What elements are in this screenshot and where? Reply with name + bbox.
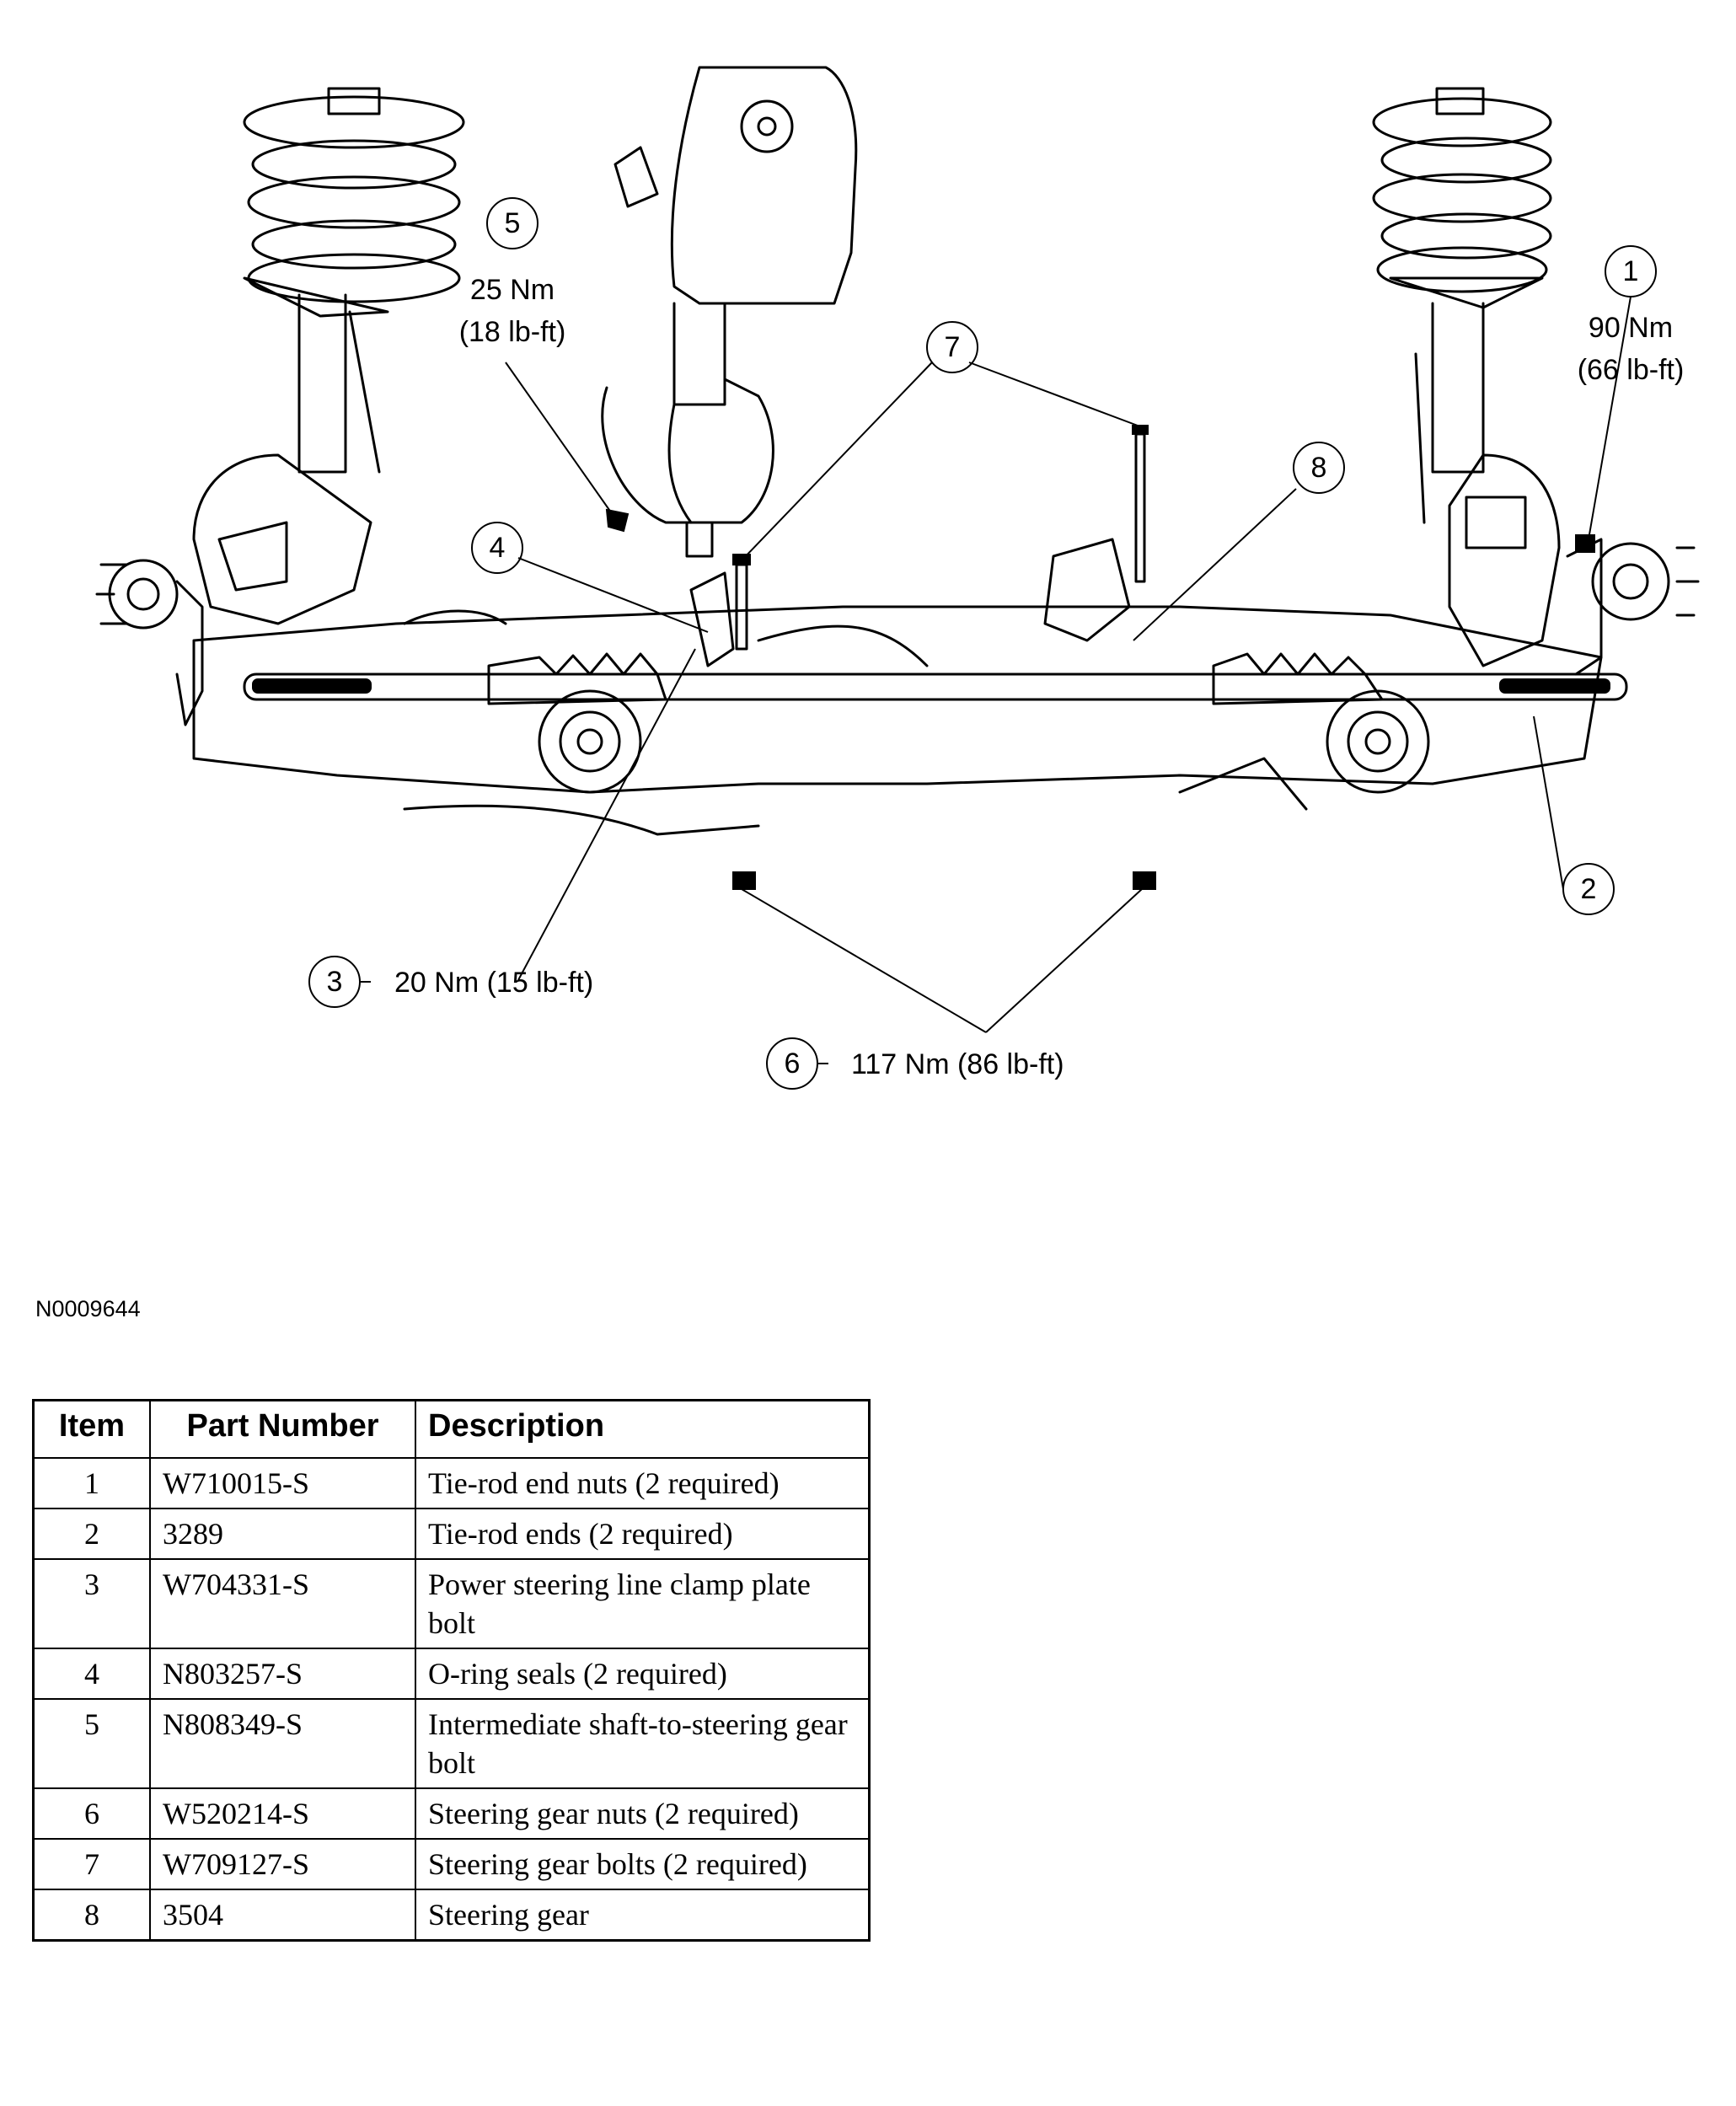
row-description: Power steering line clamp plate bolt xyxy=(415,1558,871,1649)
callout-2: 2 xyxy=(1562,863,1615,915)
steering-column xyxy=(601,66,858,558)
table-row: 3 W704331-S Power steering line clamp pl… xyxy=(32,1558,871,1649)
row-part-number: N803257-S xyxy=(149,1648,416,1700)
leader-lines xyxy=(505,296,1632,1033)
header-description: Description xyxy=(415,1399,871,1459)
row-description: Steering gear bolts (2 required) xyxy=(415,1838,871,1890)
callout-5-torque-lbft: (18 lb-ft) xyxy=(459,316,566,348)
table-row: 4 N803257-S O-ring seals (2 required) xyxy=(32,1648,871,1700)
row-item: 4 xyxy=(32,1648,151,1700)
callout-8-number: 8 xyxy=(1311,452,1327,484)
callout-3: 3 20 Nm (15 lb-ft) xyxy=(308,956,593,1008)
callout-3-number: 3 xyxy=(327,966,343,998)
header-item: Item xyxy=(32,1399,151,1459)
loose-hardware xyxy=(605,425,1595,890)
header-part-number: Part Number xyxy=(149,1399,416,1459)
subframe-and-steering-gear xyxy=(192,538,1628,836)
row-part-number: N808349-S xyxy=(149,1698,416,1789)
row-item: 6 xyxy=(32,1787,151,1840)
row-item: 8 xyxy=(32,1889,151,1942)
callout-3-torque: 20 Nm (15 lb-ft) xyxy=(394,967,593,999)
callout-1: 1 90 Nm (66 lb-ft) xyxy=(1578,245,1685,386)
steering-gear-diagram: 1 90 Nm (66 lb-ft) 2 3 20 Nm (15 lb-ft) … xyxy=(95,66,1700,1090)
callout-1-number: 1 xyxy=(1623,255,1639,287)
parts-table: Item Part Number Description 1 W710015-S… xyxy=(32,1399,871,1942)
callout-6-number: 6 xyxy=(785,1048,801,1080)
table-row: 6 W520214-S Steering gear nuts (2 requir… xyxy=(32,1787,871,1840)
callout-4-number: 4 xyxy=(490,532,506,564)
right-strut-assembly xyxy=(1372,87,1700,676)
row-description: Steering gear nuts (2 required) xyxy=(415,1787,871,1840)
row-description: Intermediate shaft-to-steering gear bolt xyxy=(415,1698,871,1789)
row-item: 1 xyxy=(32,1457,151,1509)
row-description: Tie-rod ends (2 required) xyxy=(415,1508,871,1560)
callout-5: 5 25 Nm (18 lb-ft) xyxy=(459,197,566,348)
row-part-number: W704331-S xyxy=(149,1558,416,1649)
row-part-number: W710015-S xyxy=(149,1457,416,1509)
callout-2-number: 2 xyxy=(1581,873,1597,905)
table-row: 8 3504 Steering gear xyxy=(32,1889,871,1942)
table-row: 5 N808349-S Intermediate shaft-to-steeri… xyxy=(32,1698,871,1789)
left-strut-assembly xyxy=(95,87,465,726)
row-item: 7 xyxy=(32,1838,151,1890)
callout-7: 7 xyxy=(926,321,978,373)
table-row: 1 W710015-S Tie-rod end nuts (2 required… xyxy=(32,1457,871,1509)
row-part-number: 3289 xyxy=(149,1508,416,1560)
callout-5-number: 5 xyxy=(505,207,521,239)
callout-4: 4 xyxy=(471,522,523,574)
row-item: 3 xyxy=(32,1558,151,1649)
callout-5-torque-nm: 25 Nm xyxy=(470,274,555,306)
callout-8: 8 xyxy=(1293,442,1345,494)
callout-6: 6 117 Nm (86 lb-ft) xyxy=(766,1037,1064,1090)
row-description: Tie-rod end nuts (2 required) xyxy=(415,1457,871,1509)
callout-1-torque-nm: 90 Nm xyxy=(1589,312,1673,344)
row-item: 2 xyxy=(32,1508,151,1560)
figure-id: N0009644 xyxy=(35,1296,141,1321)
parts-table-header-row: Item Part Number Description xyxy=(32,1399,871,1459)
row-description: Steering gear xyxy=(415,1889,871,1942)
row-description: O-ring seals (2 required) xyxy=(415,1648,871,1700)
callout-7-number: 7 xyxy=(945,331,961,363)
callout-6-torque: 117 Nm (86 lb-ft) xyxy=(851,1048,1064,1080)
row-part-number: W709127-S xyxy=(149,1838,416,1890)
table-row: 2 3289 Tie-rod ends (2 required) xyxy=(32,1508,871,1560)
callout-1-torque-lbft: (66 lb-ft) xyxy=(1578,354,1685,386)
row-part-number: 3504 xyxy=(149,1889,416,1942)
row-part-number: W520214-S xyxy=(149,1787,416,1840)
row-item: 5 xyxy=(32,1698,151,1789)
table-row: 7 W709127-S Steering gear bolts (2 requi… xyxy=(32,1838,871,1890)
